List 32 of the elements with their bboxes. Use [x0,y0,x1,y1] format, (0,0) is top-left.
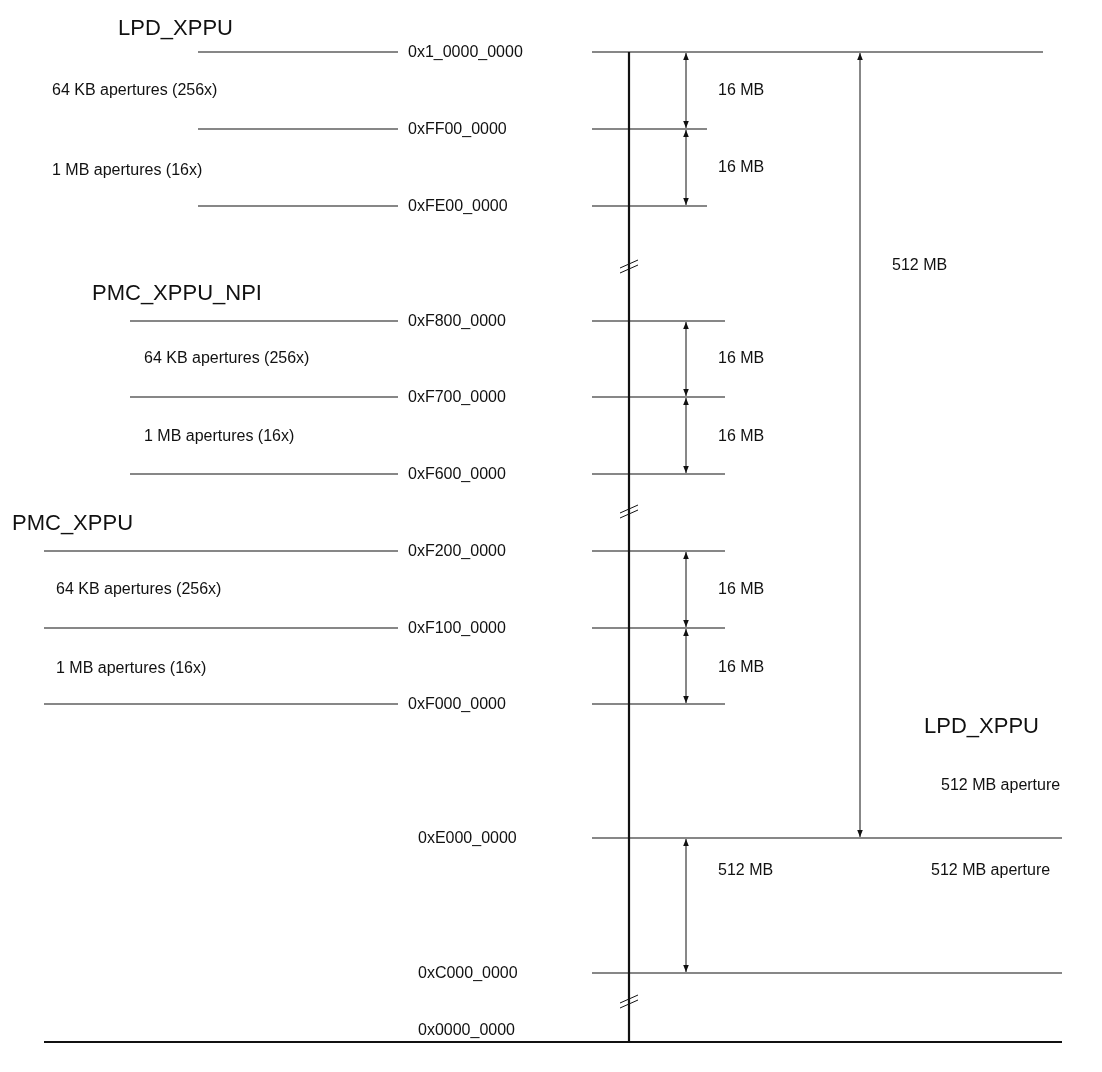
region-description: 64 KB apertures (256x) [56,579,222,599]
address-label: 0xFF00_0000 [408,119,507,139]
address-label: 0xF000_0000 [408,694,506,714]
address-label: 0xF100_0000 [408,618,506,638]
size-label: 512 MB [892,255,948,275]
region-description: 1 MB apertures (16x) [144,426,295,446]
size-label: 16 MB [718,657,765,677]
address-label: 0xF700_0000 [408,387,506,407]
address-label: 0x1_0000_0000 [408,42,523,62]
region-description: 512 MB aperture [931,860,1051,880]
size-label: 16 MB [718,426,765,446]
address-label: 0xFE00_0000 [408,196,508,216]
size-label: 16 MB [718,579,765,599]
size-label: 16 MB [718,80,765,100]
region-description: 1 MB apertures (16x) [56,658,207,678]
address-label: 0xF800_0000 [408,311,506,331]
address-label: 0xC000_0000 [418,963,518,983]
region-description: 512 MB aperture [941,775,1061,795]
address-label: 0xF600_0000 [408,464,506,484]
address-label: 0xE000_0000 [418,828,517,848]
region-title: PMC_XPPU [12,510,134,536]
size-label: 16 MB [718,157,765,177]
region-title: LPD_XPPU [118,15,233,41]
size-label: 16 MB [718,348,765,368]
region-description: 64 KB apertures (256x) [52,80,218,100]
size-label: 512 MB [718,860,774,880]
region-title: LPD_XPPU [924,713,1039,739]
address-label: 0xF200_0000 [408,541,506,561]
address-label: 0x0000_0000 [418,1020,515,1040]
region-description: 64 KB apertures (256x) [144,348,310,368]
region-title: PMC_XPPU_NPI [92,280,262,306]
region-description: 1 MB apertures (16x) [52,160,203,180]
